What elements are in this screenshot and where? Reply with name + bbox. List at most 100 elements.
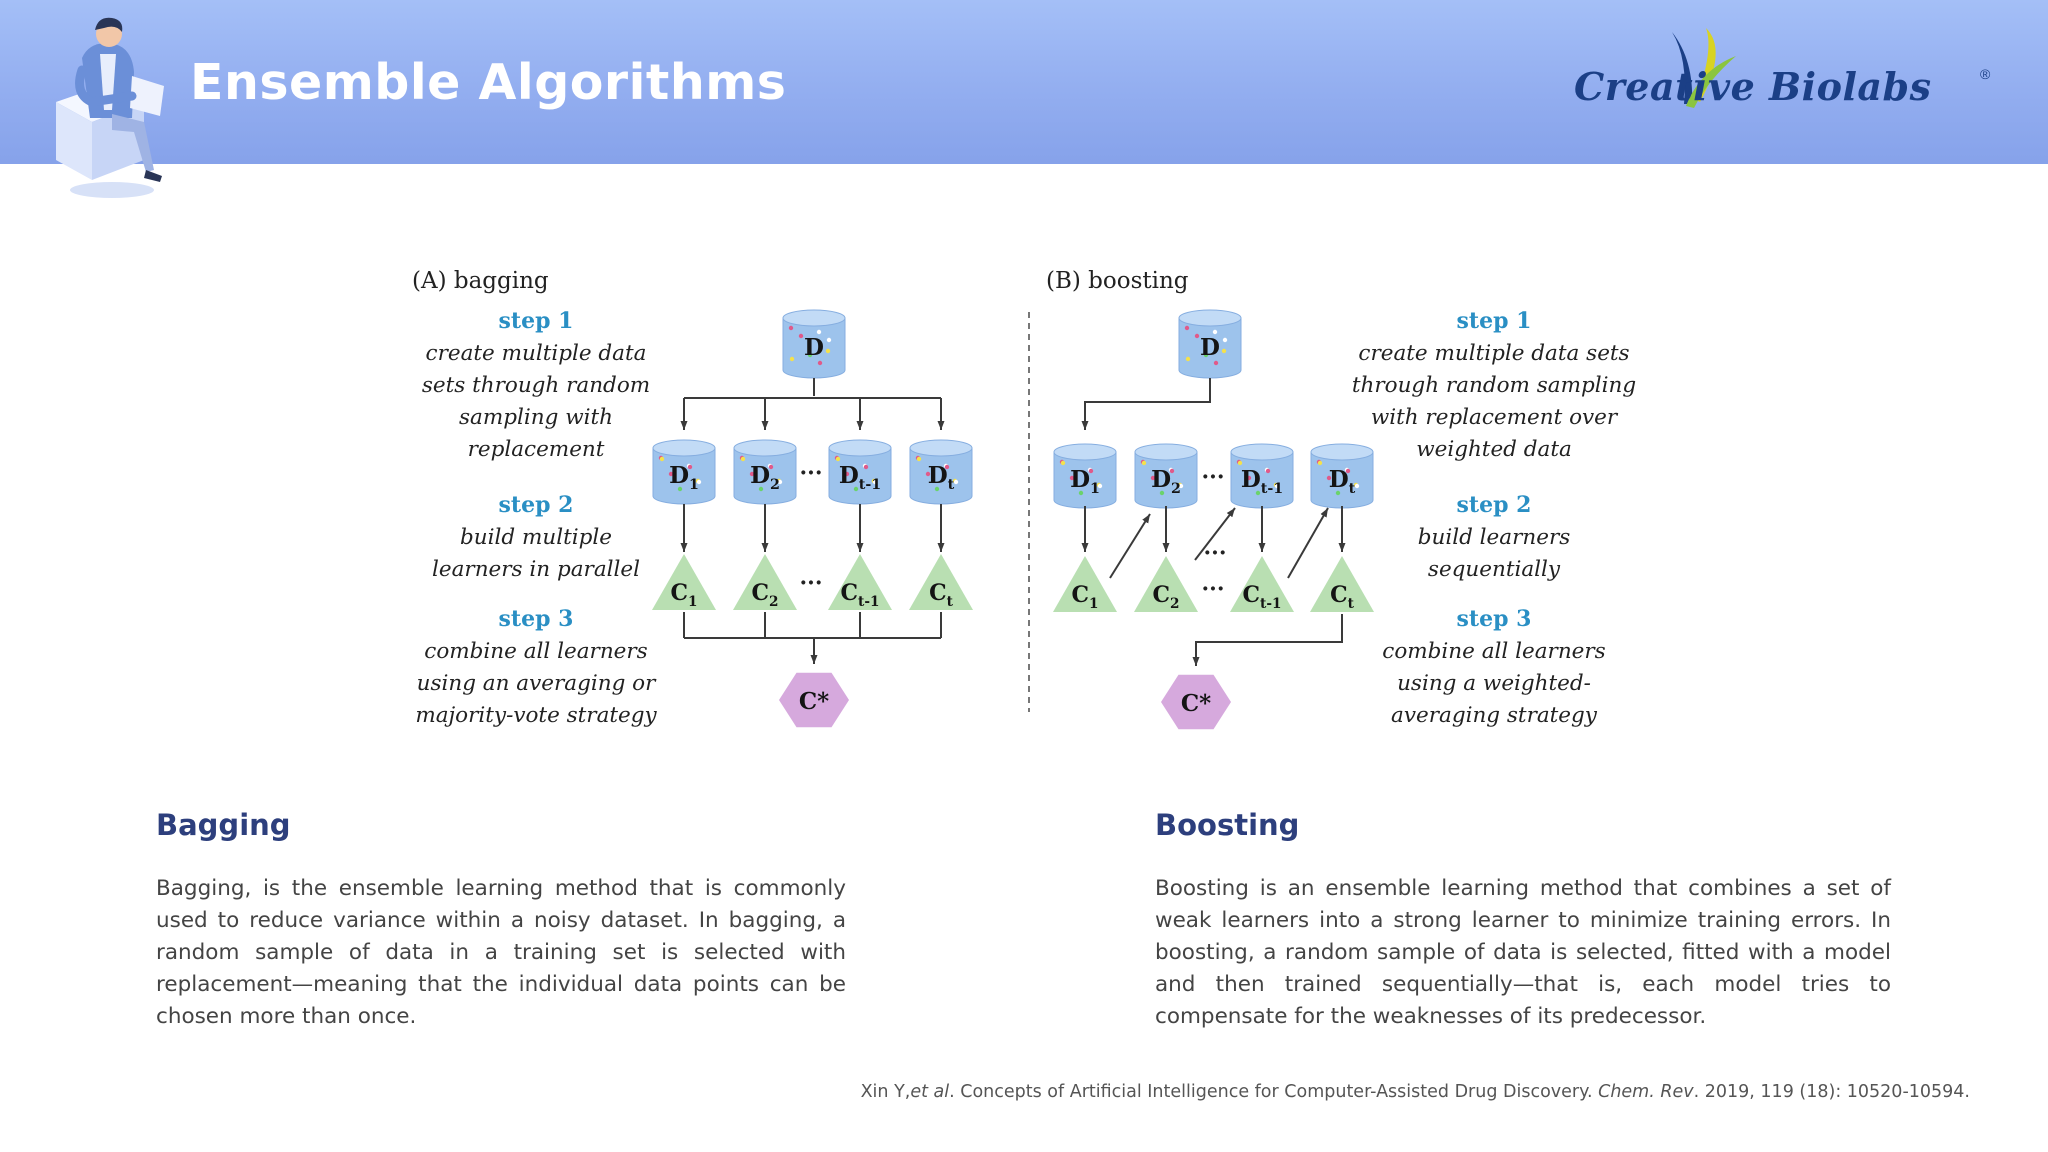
data-point-dot <box>788 325 794 331</box>
page-title: Ensemble Algorithms <box>190 54 787 111</box>
step-line: create multiple data <box>426 341 647 366</box>
data-point-dot <box>916 456 922 462</box>
cylinder-body <box>1310 451 1374 509</box>
data-point-dot <box>925 471 931 477</box>
boosting-feedback-arrow <box>1194 507 1236 561</box>
step-line: using an averaging or <box>417 671 658 696</box>
learner-triangle <box>1310 556 1374 612</box>
data-point-dot <box>844 471 850 477</box>
step-title: step 1 <box>499 308 574 334</box>
boosting-learner-ellipsis: ··· <box>1202 576 1225 602</box>
data-point-dot <box>1150 475 1156 481</box>
data-point-dot <box>953 479 959 485</box>
bagging-learner: C1 <box>652 554 716 610</box>
data-point-dot <box>1194 333 1200 339</box>
cylinder-top <box>1053 443 1117 461</box>
data-point-dot <box>825 348 831 354</box>
step-line: averaging strategy <box>1391 703 1598 728</box>
data-point-dot <box>816 329 822 335</box>
data-point-dot <box>863 464 869 470</box>
data-point-dot <box>659 456 665 462</box>
cylinder-top <box>733 439 797 457</box>
data-point-dot <box>944 464 950 470</box>
data-point-dot <box>853 486 859 492</box>
creative-biolabs-logo: Creative Biolabs ® <box>1568 20 2008 120</box>
boosting-feedback-ellipsis: ··· <box>1204 540 1227 566</box>
data-point-dot <box>1274 483 1280 489</box>
cylinder-body <box>782 317 846 379</box>
data-point-dot <box>1354 483 1360 489</box>
cylinder-body <box>828 447 892 505</box>
data-point-dot <box>872 479 878 485</box>
bagging-subset-cylinder: D2 <box>733 439 797 505</box>
combined-hexagon <box>779 672 849 728</box>
cylinder-body <box>733 447 797 505</box>
person-at-laptop-illustration <box>56 17 164 198</box>
cylinder-body <box>1178 317 1242 379</box>
bagging-learner: Ct <box>909 554 973 610</box>
data-point-dot <box>1255 490 1261 496</box>
data-point-dot <box>835 456 841 462</box>
data-point-dot <box>1213 360 1219 366</box>
data-point-dot <box>1097 483 1103 489</box>
data-point-dot <box>807 352 813 358</box>
data-point-dot <box>668 471 674 477</box>
citation-authors: Xin Y, <box>860 1082 911 1102</box>
data-point-dot <box>1326 475 1332 481</box>
boosting-description: Boosting is an ensemble learning method … <box>1155 876 1891 1029</box>
boosting-subset-cylinder: D1 <box>1053 443 1117 509</box>
data-point-dot <box>677 486 683 492</box>
data-point-dot <box>758 486 764 492</box>
learner-triangle <box>909 554 973 610</box>
step-line: majority-vote strategy <box>415 703 657 728</box>
bagging-learner: C2 <box>733 554 797 610</box>
learner-label: Ct <box>1330 582 1355 612</box>
data-point-dot <box>1335 490 1341 496</box>
boosting-feedback-arrow <box>1109 513 1151 579</box>
learner-triangle <box>828 554 892 610</box>
data-point-dot <box>826 337 832 343</box>
step-line: combine all learners <box>1382 639 1605 664</box>
boosting-heading: Boosting <box>1155 808 1300 842</box>
data-point-dot <box>1060 460 1066 466</box>
boosting-subset-cylinder: Dt-1 <box>1230 443 1294 509</box>
step-title: step 3 <box>1457 606 1532 632</box>
data-point-dot <box>1159 490 1165 496</box>
data-point-dot <box>1212 329 1218 335</box>
cylinder-top <box>1230 443 1294 461</box>
step-title: step 2 <box>499 492 574 518</box>
logo-wordmark: Creative Biolabs <box>1574 64 1932 109</box>
step-title: step 3 <box>499 606 574 632</box>
boosting-feedback-arrow <box>1287 507 1329 579</box>
cylinder-label: Dt <box>1329 466 1356 497</box>
bagging-subset-cylinder: Dt <box>909 439 973 505</box>
learner-triangle <box>1230 556 1294 612</box>
cylinder-top <box>1310 443 1374 461</box>
boosting-combine-path <box>1192 614 1343 666</box>
boosting-subset-ellipsis: ··· <box>1202 464 1225 490</box>
data-point-dot <box>1203 352 1209 358</box>
step-line: replacement <box>468 437 605 462</box>
data-point-dot <box>934 486 940 492</box>
bagging-description: Bagging, is the ensemble learning method… <box>156 876 846 1029</box>
learner-label: C1 <box>671 580 698 610</box>
cylinder-label: D1 <box>669 462 699 493</box>
boosting-dataset-cylinder: D <box>1178 309 1242 379</box>
data-point-dot <box>789 356 795 362</box>
cylinder-body <box>909 447 973 505</box>
citation: Xin Y,et al. Concepts of Artificial Inte… <box>861 1082 1970 1102</box>
data-point-dot <box>687 464 693 470</box>
bagging-subset-cylinder: Dt-1 <box>828 439 892 505</box>
bagging-subset-ellipsis: ··· <box>800 460 823 486</box>
learner-label: Ct-1 <box>1243 582 1282 612</box>
data-point-dot <box>740 456 746 462</box>
data-point-dot <box>1078 490 1084 496</box>
boosting-combined-learner: C* <box>1161 674 1231 730</box>
data-point-dot <box>1237 460 1243 466</box>
cylinder-label: Dt-1 <box>839 462 881 493</box>
